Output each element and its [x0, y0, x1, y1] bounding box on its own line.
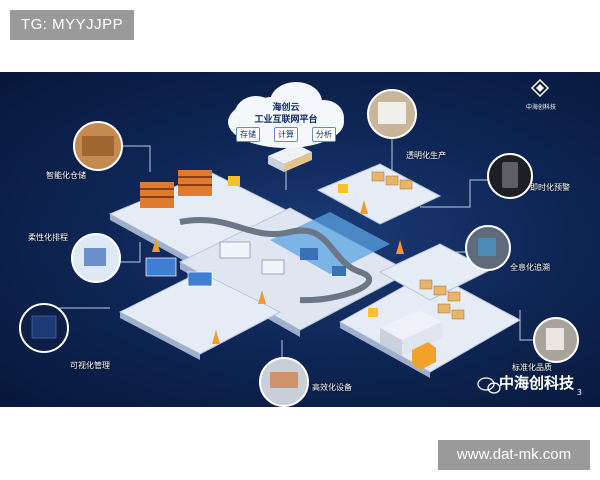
delivery-truck: [380, 310, 442, 370]
watermark-right: www.dat-mk.com: [438, 440, 590, 470]
label-efficient-equipment: 高效化设备: [312, 383, 352, 392]
control-screens: [145, 257, 213, 287]
page-number: 3: [576, 388, 582, 397]
label-standard-quality: 标准化品质: [512, 363, 552, 372]
label-flexible-scheduling: 柔性化排程: [28, 233, 68, 242]
brand-name: 中海创科技: [498, 374, 574, 392]
marker-tripods: [152, 200, 404, 344]
cloud-title-line1: 海创云: [272, 103, 300, 113]
factory-scene: [19, 78, 579, 407]
watermark-left: TG: MYYJJPP: [10, 10, 134, 40]
label-transparent-production: 透明化生产: [406, 151, 446, 160]
logo-text: 中海创科技: [526, 104, 557, 111]
top-truck: [268, 144, 312, 172]
label-visual-management: 可视化管理: [70, 361, 110, 370]
label-realtime-warning: 即时化预警: [530, 183, 570, 192]
wechat-icon: [477, 377, 501, 394]
label-smart-storage: 智能化仓储: [46, 171, 86, 180]
company-logo-icon: [530, 78, 550, 98]
forklifts: [228, 176, 378, 317]
storage-shelves: [140, 170, 212, 208]
chip-compute: 计算: [274, 127, 298, 142]
cloud-chips: 存储 计算 分析: [236, 127, 336, 142]
chip-storage: 存储: [236, 127, 260, 142]
label-full-tracing: 全息化追溯: [510, 263, 550, 272]
conveyor-belt: [179, 216, 372, 304]
cargo-boxes: [371, 171, 465, 320]
infographic-panel: 海创云 工业互联网平台 存储 计算 分析 智能化仓储 柔性化排程 可视化管理 高…: [0, 72, 600, 407]
feature-circles: [19, 89, 579, 407]
cloud-platform: 海创云 工业互联网平台 存储 计算 分析: [228, 86, 344, 150]
cloud-title-line2: 工业互联网平台: [254, 115, 318, 125]
machines: [219, 241, 346, 276]
chip-analysis: 分析: [312, 127, 336, 142]
